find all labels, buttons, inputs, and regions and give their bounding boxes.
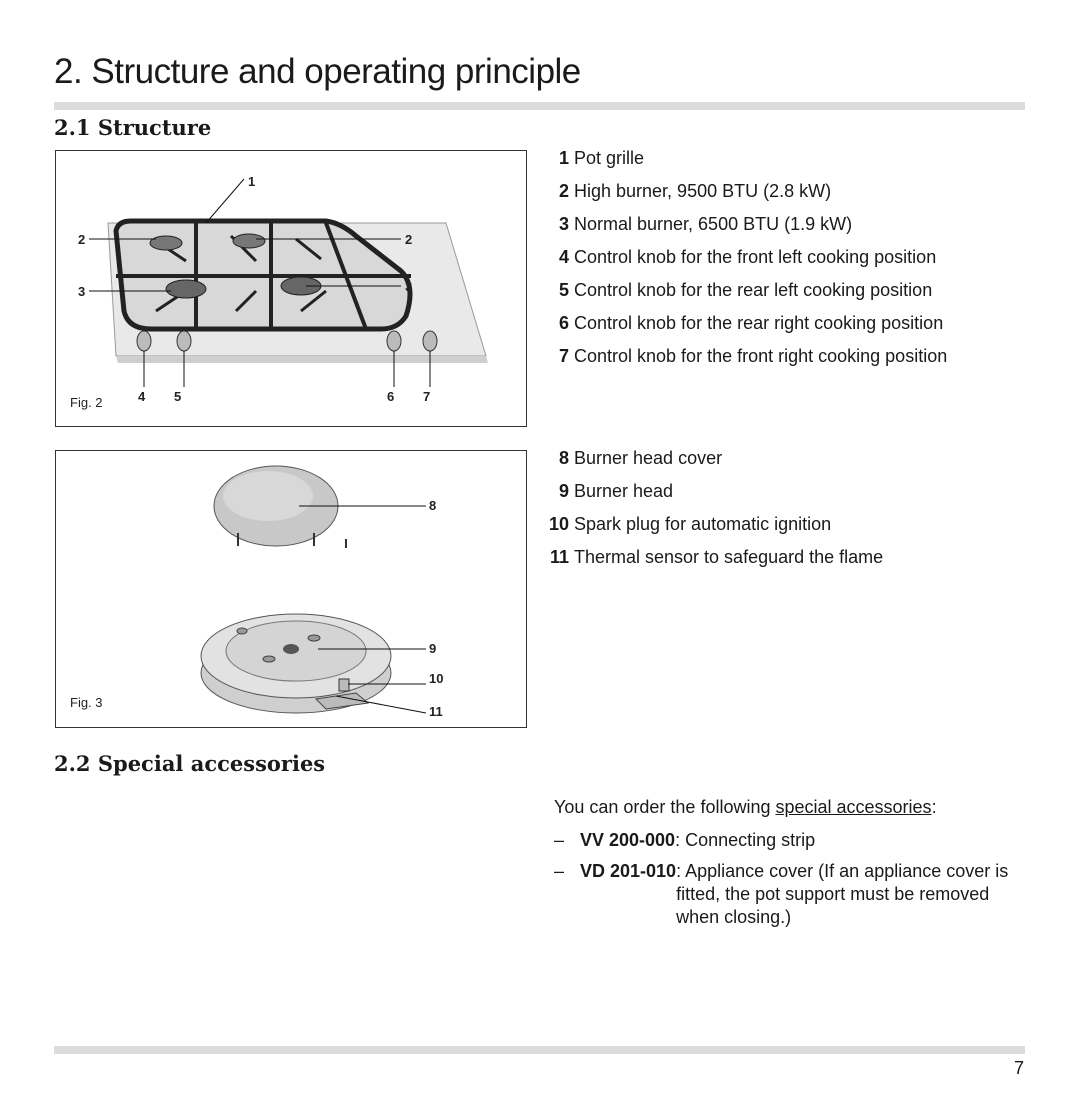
callout-11: 11 <box>429 704 443 719</box>
callout-6: 6 <box>387 389 394 404</box>
accessory-item: – VV 200-000 : Connecting strip <box>554 830 816 850</box>
special-accessories-link[interactable]: special accessories <box>775 797 932 817</box>
accessories-list: You can order the following special acce… <box>554 796 1030 937</box>
figure-2-label: Fig. 2 <box>70 395 103 410</box>
figure-2-hob: 1 2 2 3 3 4 5 6 7 Fig. 2 <box>55 150 527 427</box>
burner-illustration: 8 9 10 11 Fig. 3 <box>70 465 443 719</box>
callout-9: 9 <box>429 641 436 656</box>
callout-2-right: 2 <box>405 232 412 247</box>
callout-8: 8 <box>429 498 436 513</box>
page-title: 2. Structure and operating principle <box>54 52 581 91</box>
callout-3-right: 3 <box>405 279 412 294</box>
hob-illustration: 1 2 2 3 3 4 5 6 7 Fig. 2 <box>70 174 488 410</box>
section-heading-accessories: 2.2 Special accessories <box>54 751 326 776</box>
header-rule <box>54 102 1025 110</box>
callout-5: 5 <box>174 389 181 404</box>
callout-2-left: 2 <box>78 232 85 247</box>
accessories-intro: You can order the following special acce… <box>554 797 937 817</box>
callout-4: 4 <box>138 389 146 404</box>
accessory-item: – VD 201-010 : Appliance cover (If an ap… <box>554 861 1009 927</box>
page-number: 7 <box>1013 1058 1024 1078</box>
figure-3-burner: 8 9 10 11 Fig. 3 <box>55 450 527 728</box>
footer-rule <box>54 1046 1025 1054</box>
figure-3-label: Fig. 3 <box>70 695 103 710</box>
callout-10: 10 <box>429 671 443 686</box>
section-heading-structure: 2.1 Structure <box>54 115 212 140</box>
callout-1: 1 <box>248 174 255 189</box>
callout-7: 7 <box>423 389 430 404</box>
callout-3-left: 3 <box>78 284 85 299</box>
